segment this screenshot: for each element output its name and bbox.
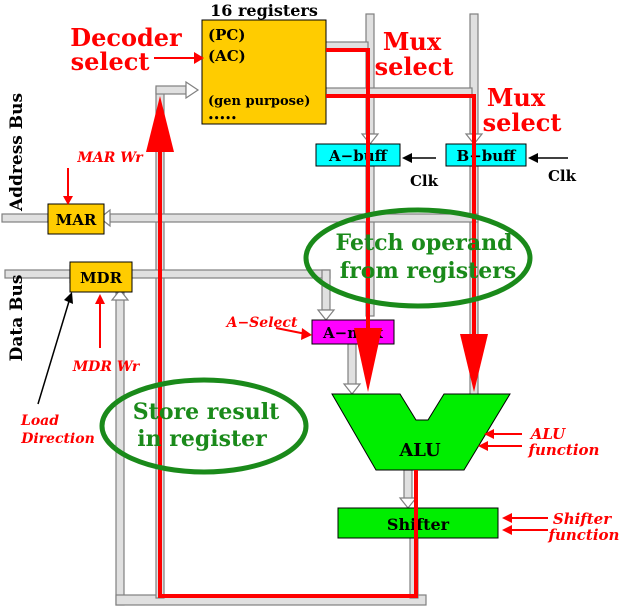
address-bus-line [1, 213, 49, 223]
mux-select-b-line1: Mux [487, 83, 546, 112]
a-operand-path [326, 48, 370, 330]
shifter-in-arrow [398, 497, 418, 509]
register-file-title: 16 registers [210, 1, 318, 20]
alu-label: ALU [398, 440, 441, 461]
mdr-wr-arrow [95, 294, 105, 304]
register-file-box [201, 19, 327, 125]
a-select-line [275, 327, 307, 335]
alu: ALU [331, 393, 511, 471]
a-buff-label: A−buff [328, 147, 389, 165]
load-direction-line1: Load [20, 413, 59, 429]
a-select-arrow [301, 328, 312, 340]
register-feed-stub [155, 85, 187, 95]
mar-box [47, 203, 105, 235]
load-direction-line [37, 297, 71, 405]
mdr-to-amux [321, 269, 331, 311]
store-result-line1: Store result [133, 399, 280, 425]
shifter-function-arrow-1 [502, 513, 512, 523]
mux-select-a-line1: Mux [383, 27, 442, 56]
fetch-operand-line1: Fetch operand [336, 230, 513, 256]
store-result-ellipse [99, 377, 309, 475]
address-bus-label: Address Bus [7, 93, 27, 212]
mdr-wr-label: MDR Wr [72, 359, 141, 375]
store-result-line2: in register [137, 426, 267, 452]
alu-function-line2: function [528, 441, 600, 459]
clk-a-label: Clk [410, 172, 439, 190]
b-buff-label: B−buff [457, 147, 518, 165]
shifter-label: Shifter [387, 515, 450, 534]
mux-select-b-line2: select [483, 108, 562, 137]
amux-down [347, 343, 357, 387]
clk-a-arrow [402, 153, 412, 163]
alu-function-arrow-1 [484, 429, 494, 439]
register-ac-label: (AC) [208, 47, 246, 65]
shifter-function-line2: function [548, 526, 620, 544]
clk-b-arrow [528, 153, 538, 163]
reg-feed-arrow [185, 80, 200, 100]
register-file: 16 registers (PC) (AC) (gen purpose) •••… [201, 1, 327, 125]
shifter-function-arrow-2 [502, 525, 512, 535]
fetch-operand-line2: from registers [340, 258, 517, 284]
mar-wr-label: MAR Wr [76, 150, 144, 166]
a-mux: A−mux [311, 319, 395, 345]
amux-in-arrow [316, 309, 336, 321]
register-pc-label: (PC) [208, 26, 245, 44]
decoder-select-arrow [194, 52, 204, 64]
store-result-path [158, 150, 418, 598]
a-buff-box [315, 143, 401, 167]
a-buffer: A−buff [315, 143, 401, 167]
alu-shape [331, 393, 511, 471]
alu-in-arrow [342, 383, 362, 395]
b-buff-box [445, 143, 527, 167]
alu-function-arrow-2 [478, 441, 488, 451]
load-direction-arrow [64, 292, 73, 304]
store-result-arrow [146, 96, 174, 152]
decoder-select-line2: select [71, 47, 150, 76]
shifter-function-line1: Shifter [553, 510, 612, 528]
alu-function-line1: ALU [529, 425, 566, 443]
mdr-box [69, 261, 133, 293]
mar-feed-bus [109, 213, 479, 223]
b-buffer: B−buff [445, 143, 527, 167]
register-dots: ••••• [208, 114, 237, 124]
mdr-register: MDR [69, 261, 133, 293]
decoder-select-line1: Decoder [70, 23, 182, 52]
load-direction-line2: Direction [20, 431, 95, 447]
mar-label: MAR [56, 211, 97, 229]
b-operand-arrow [460, 334, 488, 392]
a-operand-arrow [354, 328, 382, 392]
b-operand-path [326, 94, 476, 336]
mar-in-arrow [99, 208, 111, 228]
red-paths [146, 48, 488, 598]
clk-b-label: Clk [548, 167, 577, 185]
control-arrows [37, 52, 568, 535]
register-gen-label: (gen purpose) [208, 94, 310, 109]
mdr-in-arrow [110, 289, 130, 301]
mdr-label: MDR [80, 269, 123, 287]
mux-select-a-line2: select [375, 52, 454, 81]
mar-register: MAR [47, 203, 105, 235]
data-bus-label: Data Bus [7, 275, 27, 362]
a-select-label: A−Select [225, 315, 298, 331]
fetch-operand-ellipse [303, 207, 533, 309]
alu-to-shifter [403, 469, 413, 501]
mar-wr-arrow [63, 196, 73, 205]
